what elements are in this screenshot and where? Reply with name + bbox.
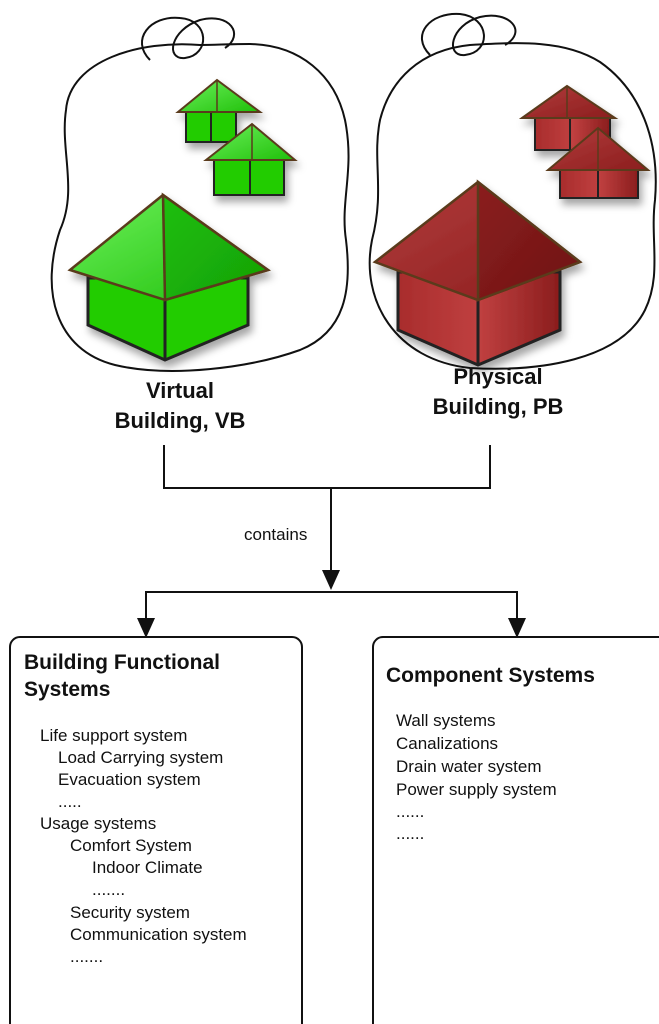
functional-item: Indoor Climate [92,858,203,877]
component-box-title: Component Systems [386,664,595,687]
component-systems-box: Component Systems Wall systems Canalizat… [372,636,659,1024]
functional-systems-box: Building Functional Systems Life support… [9,636,303,1024]
component-item: Canalizations [396,734,498,753]
virtual-building-label-line1: Virtual [146,378,214,403]
functional-item: ..... [58,792,82,811]
virtual-cloud-loops [140,16,236,61]
functional-item: ....... [70,947,103,966]
functional-item: Evacuation system [58,770,201,789]
connector-merge-line [163,445,491,489]
physical-building-label-line2: Building, PB [433,394,564,419]
physical-building-label-line1: Physical [453,364,542,389]
physical-cloud-loops [420,12,517,57]
component-item: Wall systems [396,711,496,730]
virtual-small-house-1 [175,78,264,143]
component-item: ...... [396,824,424,843]
contains-label: contains [244,525,307,544]
functional-box-frame [9,636,303,1024]
physical-large-house [372,179,583,367]
functional-item: Usage systems [40,814,156,833]
component-item: ...... [396,802,424,821]
virtual-building-cloud [50,16,350,372]
functional-item: Load Carrying system [58,748,223,767]
virtual-large-house [67,192,271,362]
arrowhead-right [508,618,526,638]
functional-item: Security system [70,903,190,922]
virtual-building-label-line2: Building, VB [115,408,246,433]
virtual-small-house-2 [203,122,298,196]
functional-item: Communication system [70,925,247,944]
functional-box-title-line1: Building Functional [24,651,220,674]
physical-small-house-2 [545,126,651,199]
physical-building-cloud [368,12,657,370]
component-item: Power supply system [396,780,557,799]
virtual-cloud-outline [50,42,350,372]
connector-split-line [145,591,518,620]
functional-box-title-line2: Systems [24,678,110,701]
functional-item: Comfort System [70,836,192,855]
arrowhead-stem [322,570,340,590]
component-item: Drain water system [396,757,541,776]
arrowhead-left [137,618,155,638]
contains-connector [145,445,518,620]
functional-item: Life support system [40,726,187,745]
physical-cloud-outline [368,42,657,370]
functional-item: ....... [92,880,125,899]
component-box-frame [372,636,659,1024]
